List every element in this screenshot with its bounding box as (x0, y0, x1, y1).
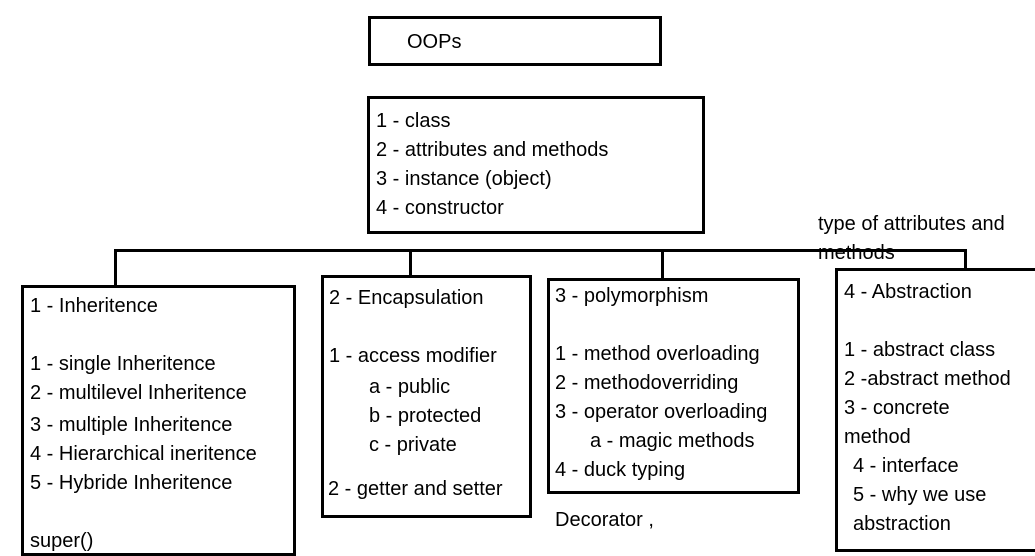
polymorphism-box: 3 - polymorphism 1 - method overloading … (547, 278, 800, 494)
decorator-label: Decorator , (555, 509, 654, 531)
encapsulation-subitem: a - public (369, 376, 451, 398)
inheritance-extra: super() (30, 530, 94, 552)
root-box: OOPs (368, 16, 662, 66)
inheritance-item: 5 - Hybride Inheritence (30, 472, 233, 494)
connector-polymorphism (661, 249, 664, 280)
note-line: methods (818, 242, 895, 264)
abstraction-item: method (844, 426, 911, 448)
note-line: type of attributes and (818, 213, 1005, 235)
inheritance-box: 1 - Inheritence 1 - single Inheritence 2… (21, 285, 296, 556)
encapsulation-title: 2 - Encapsulation (329, 287, 484, 309)
inheritance-item: 1 - single Inheritence (30, 353, 216, 375)
basics-item: 2 - attributes and methods (376, 139, 609, 161)
polymorphism-item: 2 - methodoverriding (555, 372, 739, 394)
encapsulation-item: 2 - getter and setter (328, 478, 503, 500)
abstraction-item: 4 - interface (853, 455, 959, 477)
abstraction-box: 4 - Abstraction 1 - abstract class 2 -ab… (835, 268, 1035, 552)
abstraction-item: abstraction (853, 513, 951, 535)
connector-abstraction (964, 249, 967, 269)
connector-encapsulation (409, 249, 412, 277)
inheritance-title: 1 - Inheritence (30, 295, 158, 317)
encapsulation-item: 1 - access modifier (329, 345, 497, 367)
basics-item: 1 - class (376, 110, 451, 132)
root-title: OOPs (407, 31, 462, 53)
connector-horizontal (114, 249, 967, 252)
encapsulation-subitem: b - protected (369, 405, 482, 427)
polymorphism-item: 4 - duck typing (555, 459, 686, 481)
abstraction-item: 2 -abstract method (844, 368, 1011, 390)
basics-item: 3 - instance (object) (376, 168, 552, 190)
polymorphism-item: 3 - operator overloading (555, 401, 768, 423)
connector-inheritance (114, 249, 117, 287)
polymorphism-item: 1 - method overloading (555, 343, 760, 365)
abstraction-title: 4 - Abstraction (844, 281, 972, 303)
abstraction-item: 3 - concrete (844, 397, 950, 419)
inheritance-item: 3 - multiple Inheritence (30, 414, 233, 436)
inheritance-item: 4 - Hierarchical ineritence (30, 443, 257, 465)
abstraction-item: 1 - abstract class (844, 339, 996, 361)
encapsulation-box: 2 - Encapsulation 1 - access modifier a … (321, 275, 532, 518)
polymorphism-title: 3 - polymorphism (555, 285, 709, 307)
encapsulation-subitem: c - private (369, 434, 457, 456)
polymorphism-subitem: a - magic methods (590, 430, 755, 452)
basics-item: 4 - constructor (376, 197, 504, 219)
basics-box: 1 - class 2 - attributes and methods 3 -… (367, 96, 705, 234)
abstraction-item: 5 - why we use (853, 484, 987, 506)
inheritance-item: 2 - multilevel Inheritence (30, 382, 247, 404)
